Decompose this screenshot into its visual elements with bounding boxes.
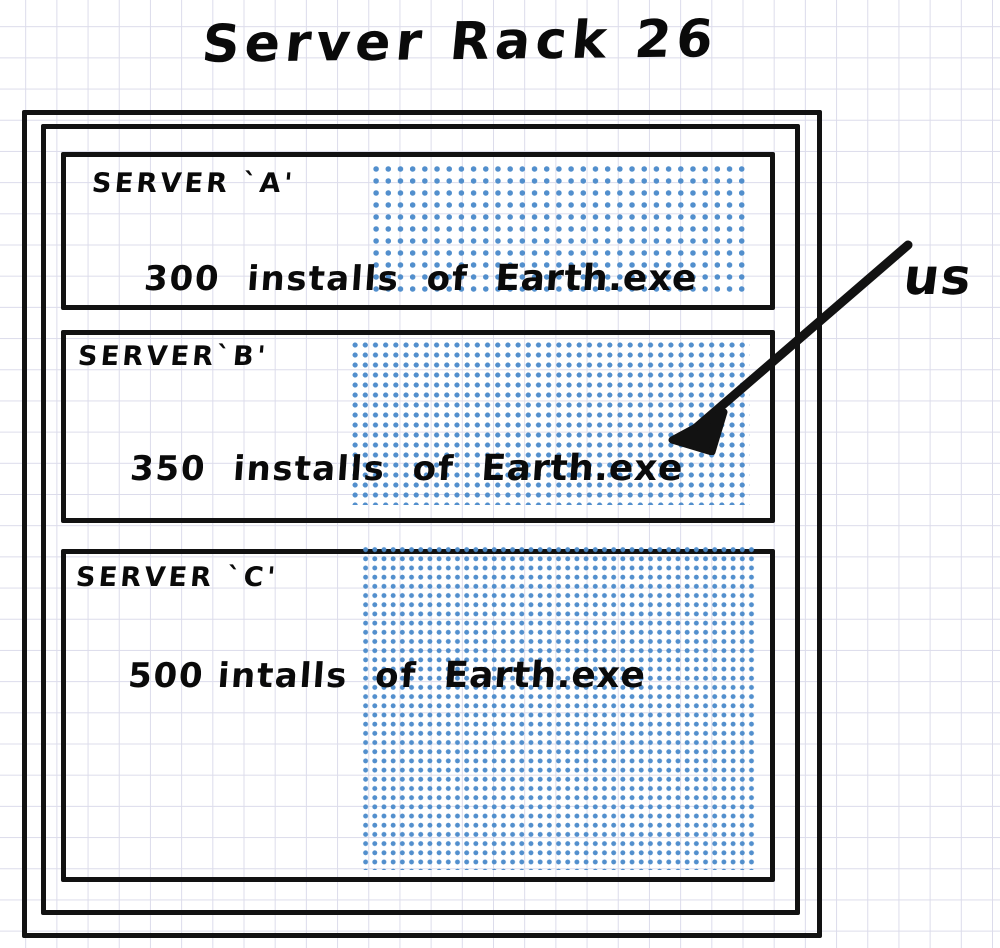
server-a-load-dots [370,163,748,295]
server-b-install-text: 350 installs of [128,449,483,489]
page-title: Server Rack 26 [199,9,721,75]
server-a-install-text: 300 installs of [142,259,497,299]
rack-inner-frame [41,124,800,915]
server-b-install-line: 350 installs of Earth.exe [72,408,688,529]
server-c-label: SERVER `C' [74,562,280,593]
server-b-program-name: Earth.exe [480,448,685,489]
rack-outer-frame [22,110,822,938]
server-b-label: SERVER`B' [76,341,270,372]
server-a-install-line: 300 installs of Earth.exe [86,218,702,339]
server-c-install-text: 500 intalls of [126,656,446,696]
server-c-load-dots [361,545,755,870]
annotation-label-us: us [900,248,976,306]
server-a-program-name: Earth.exe [494,258,699,299]
server-slot-a[interactable] [61,152,775,310]
server-c-program-name: Earth.exe [442,655,648,696]
server-a-label: SERVER `A' [90,168,297,199]
server-c-install-line: 500 intalls of Earth.exe [70,615,650,736]
